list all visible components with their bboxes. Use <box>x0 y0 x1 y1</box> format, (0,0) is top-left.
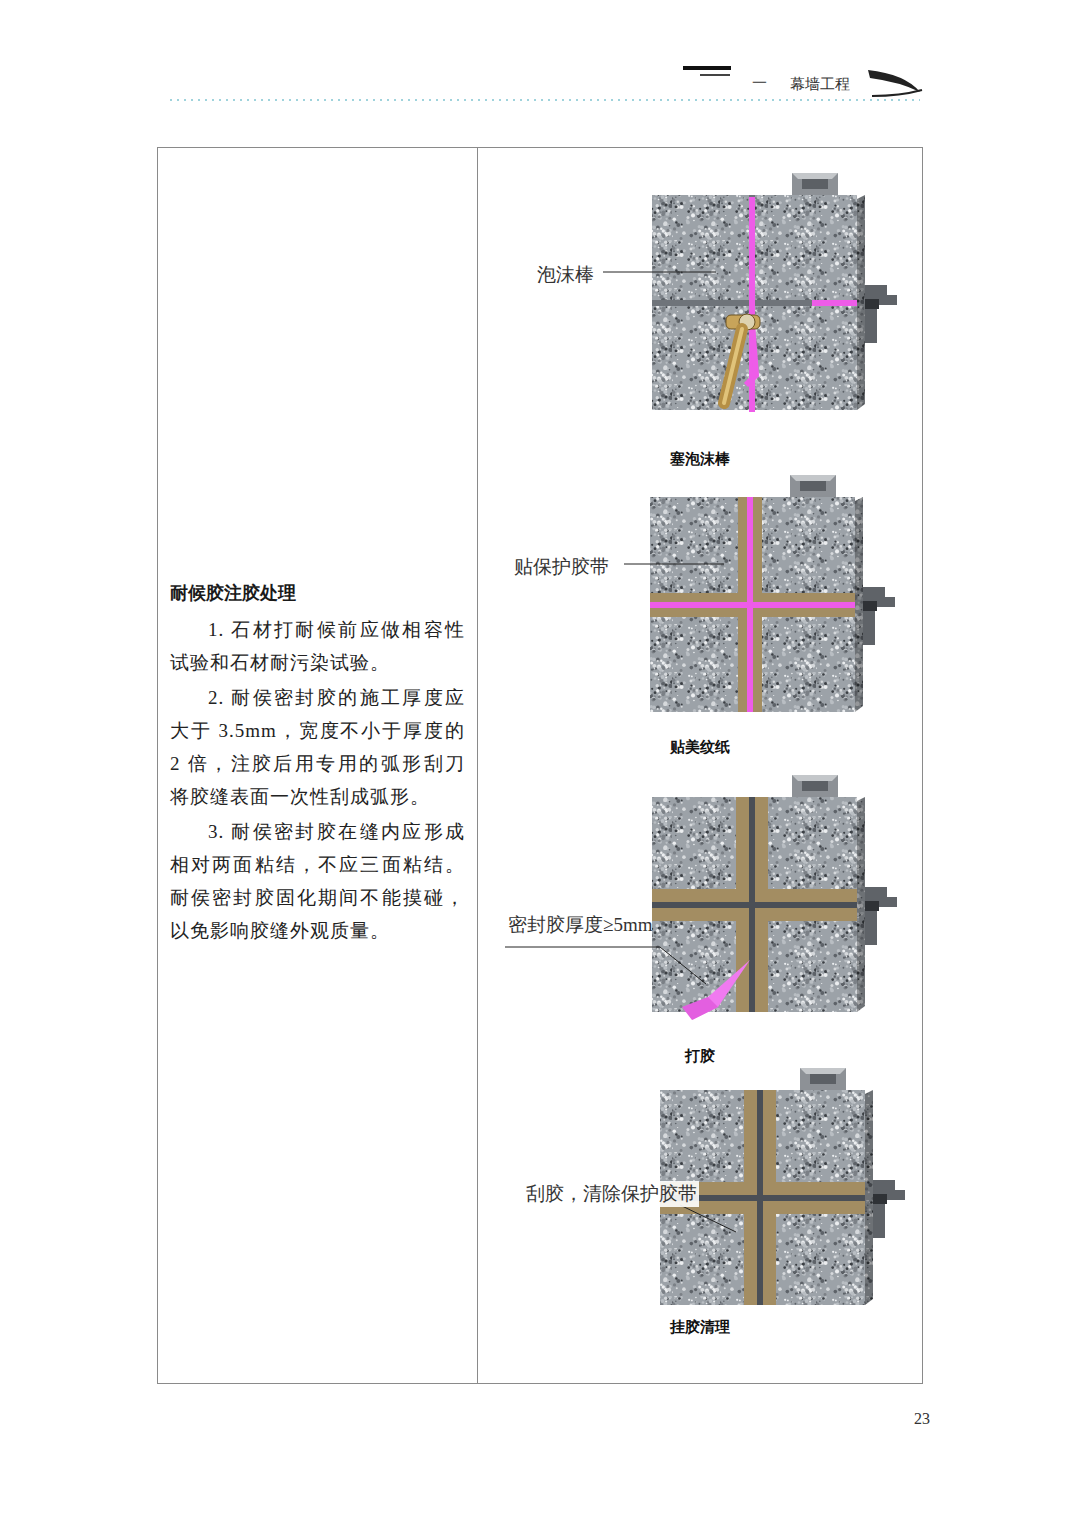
leader-line <box>603 272 716 273</box>
callout-label: 贴保护胶带 <box>514 554 609 580</box>
leader-line <box>505 947 706 984</box>
leader-line <box>624 564 724 565</box>
step-caption: 打胶 <box>685 1047 715 1066</box>
body-paragraph: 2. 耐侯密封胶的施工厚度应大于 3.5mm，宽度不小于厚度的 2 倍，注胶后用… <box>170 681 465 813</box>
callout-label: 刮胶，清除保护胶带 <box>524 1181 699 1207</box>
page-number: 23 <box>914 1410 930 1428</box>
header-dash: 一 <box>752 74 767 93</box>
callout-label: 密封胶厚度≥5mm <box>508 912 653 938</box>
stone-panel-illustration <box>652 173 897 412</box>
step-caption: 贴美纹纸 <box>670 738 730 757</box>
body-paragraph: 3. 耐侯密封胶在缝内应形成相对两面粘结，不应三面粘结。耐侯密封胶固化期间不能摸… <box>170 815 465 947</box>
stone-panel-illustration <box>650 475 895 712</box>
page-header <box>170 66 922 100</box>
stone-panel-illustration <box>652 775 897 1020</box>
table-frame <box>158 148 923 1384</box>
step-caption: 挂胶清理 <box>670 1318 730 1337</box>
text-cell: 耐候胶注胶处理 1. 石材打耐候前应做相容性试验和石材耐污染试验。2. 耐侯密封胶… <box>157 147 477 1383</box>
step-caption: 塞泡沫棒 <box>670 450 730 469</box>
body-paragraph: 1. 石材打耐候前应做相容性试验和石材耐污染试验。 <box>170 613 465 679</box>
leader-lines <box>505 272 736 1232</box>
leader-line <box>680 1205 736 1232</box>
section-heading: 耐候胶注胶处理 <box>170 581 465 605</box>
callout-label: 泡沫棒 <box>537 262 594 288</box>
header-title: 幕墙工程 <box>790 75 850 94</box>
